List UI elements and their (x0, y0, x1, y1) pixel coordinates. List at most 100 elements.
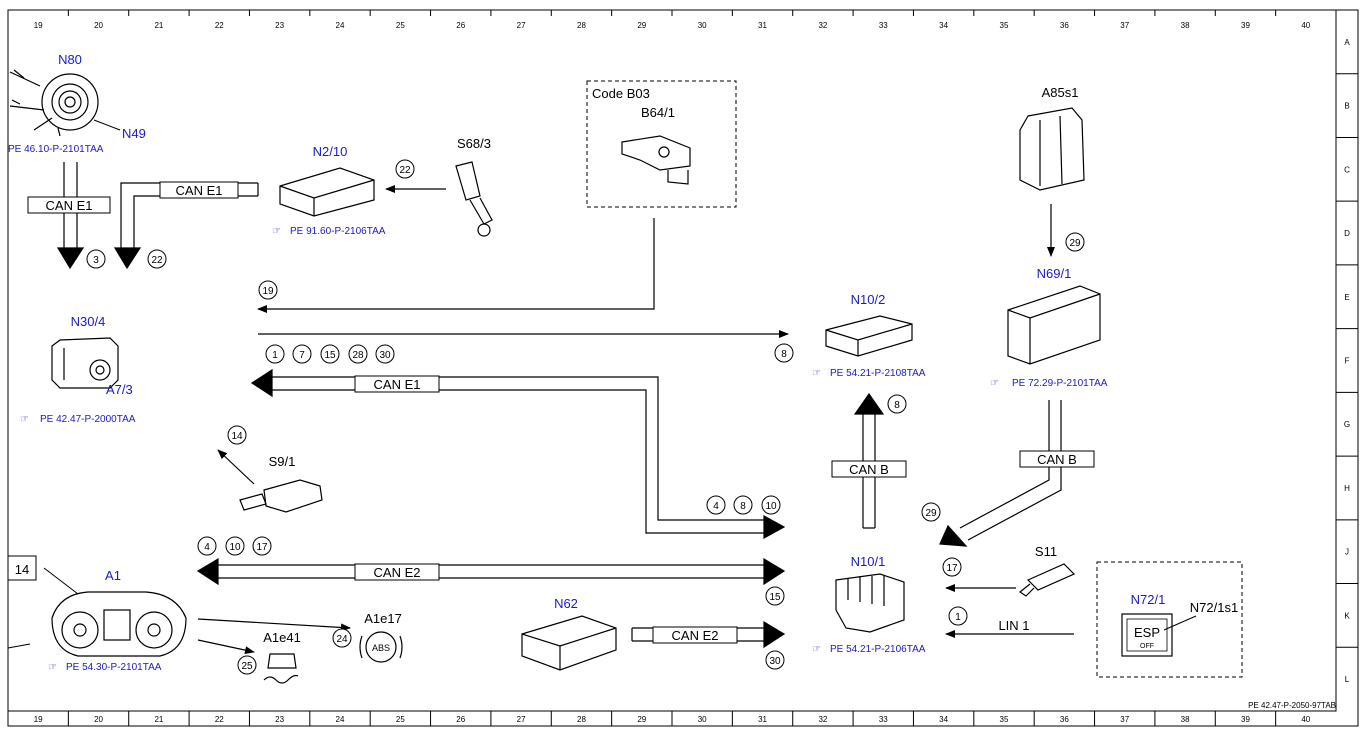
n72-1-box (1096, 561, 1243, 678)
column-label-top: 25 (396, 21, 405, 30)
row-label: A (1344, 38, 1350, 47)
row-label: J (1345, 548, 1349, 557)
s68-3-label: S68/3 (457, 136, 491, 151)
signal-group-1-7-15-28-30: 1 7 15 28 30 (265, 344, 395, 364)
s11-switch-icon (1018, 563, 1076, 597)
signal-10-b: 10 (229, 542, 241, 553)
a1e41-label: A1e41 (263, 630, 301, 645)
n80-label: N80 (58, 52, 82, 67)
signal-22-b: 22 (399, 165, 411, 176)
column-label-bottom: 39 (1241, 715, 1250, 724)
signal-8-b: 8 (894, 400, 900, 411)
can-b-label-center: CAN B (849, 462, 889, 477)
a1-display-value: 14 (15, 562, 29, 577)
n30-4-unit-icon (51, 337, 119, 389)
row-label: D (1344, 229, 1350, 238)
column-label-bottom: 21 (154, 715, 163, 724)
a1-label: A1 (105, 568, 121, 583)
column-label-top: 32 (818, 21, 827, 30)
can-e1-bus-mid (250, 368, 786, 540)
n10-2-label: N10/2 (851, 292, 886, 307)
signal-19: 19 (262, 286, 274, 297)
b64-1-sensor-icon (621, 135, 691, 185)
s9-1-label: S9/1 (269, 454, 296, 469)
can-e1-label-top: CAN E1 (176, 183, 223, 198)
column-label-top: 31 (758, 21, 767, 30)
n2-10-module-icon (279, 167, 375, 217)
signal-22-a: 22 (151, 255, 163, 266)
column-label-bottom: 20 (94, 715, 103, 724)
signal-4-a: 4 (713, 501, 719, 512)
column-label-top: 37 (1120, 21, 1129, 30)
a85s1-latch-icon (1019, 107, 1085, 191)
signal-1-b: 1 (955, 612, 961, 623)
column-label-bottom: 25 (396, 715, 405, 724)
signal-15-a: 15 (324, 350, 336, 361)
signal-1-a: 1 (272, 350, 278, 361)
column-label-top: 21 (154, 21, 163, 30)
code-b03-label: Code B03 (592, 86, 650, 101)
a1-reference: PE 54.30-P-2101TAA (66, 662, 162, 673)
can-b-label-right: CAN B (1037, 452, 1077, 467)
n69-1-module-icon (1007, 285, 1101, 365)
row-label: L (1345, 675, 1350, 684)
a1-ref-icon: ☞ (48, 662, 57, 673)
n80-steering-switch-icon (9, 69, 99, 137)
a1e17-label: A1e17 (364, 611, 402, 626)
column-label-bottom: 38 (1181, 715, 1190, 724)
column-label-top: 28 (577, 21, 586, 30)
column-label-top: 35 (1000, 21, 1009, 30)
document-reference: PE 42.47-P-2050-97TAB (1248, 701, 1336, 710)
column-label-top: 33 (879, 21, 888, 30)
signal-30-b: 30 (769, 656, 781, 667)
column-label-bottom: 22 (215, 715, 224, 724)
column-label-top: 36 (1060, 21, 1069, 30)
can-e1-label-left: CAN E1 (46, 198, 93, 213)
column-label-bottom: 28 (577, 715, 586, 724)
esp-off-button-icon (1121, 613, 1173, 657)
column-label-bottom: 19 (34, 715, 43, 724)
n62-module-icon (521, 615, 617, 671)
column-label-bottom: 37 (1120, 715, 1129, 724)
n30-4-label: N30/4 (71, 314, 106, 329)
a1-instrument-cluster-icon (51, 591, 187, 657)
row-label: K (1344, 611, 1350, 620)
code-b03-box (586, 80, 737, 208)
n10-2-fusebox-icon (825, 315, 913, 357)
n30-4-ref-icon: ☞ (20, 414, 29, 425)
s11-label: S11 (1035, 544, 1057, 559)
can-e2-label-n62: CAN E2 (672, 628, 719, 643)
n69-1-ref-icon: ☞ (990, 378, 999, 389)
s9-1-switch-icon (239, 479, 323, 513)
signal-29-a: 29 (1069, 238, 1081, 249)
column-label-top: 40 (1301, 21, 1310, 30)
column-label-top: 26 (456, 21, 465, 30)
column-label-top: 30 (698, 21, 707, 30)
signal-30-a: 30 (379, 350, 391, 361)
n62-label: N62 (554, 596, 578, 611)
column-label-bottom: 34 (939, 715, 948, 724)
n10-2-ref-icon: ☞ (812, 368, 821, 379)
signal-8-c: 8 (740, 501, 746, 512)
signal-17-b: 17 (946, 563, 958, 574)
n2-10-reference: PE 91.60-P-2106TAA (290, 226, 386, 237)
signal-10-a: 10 (765, 501, 777, 512)
signal-24: 24 (336, 634, 348, 645)
column-label-bottom: 40 (1301, 715, 1310, 724)
column-label-top: 39 (1241, 21, 1250, 30)
column-label-bottom: 33 (879, 715, 888, 724)
column-label-top: 20 (94, 21, 103, 30)
column-label-bottom: 31 (758, 715, 767, 724)
signal-group-4-8-10: 4 8 10 (706, 495, 781, 515)
column-label-top: 27 (517, 21, 526, 30)
column-label-bottom: 29 (637, 715, 646, 724)
row-label: G (1344, 420, 1350, 429)
signal-7: 7 (299, 350, 305, 361)
column-label-bottom: 24 (336, 715, 345, 724)
n10-1-fusebox-icon (835, 573, 905, 633)
row-label: F (1345, 357, 1350, 366)
